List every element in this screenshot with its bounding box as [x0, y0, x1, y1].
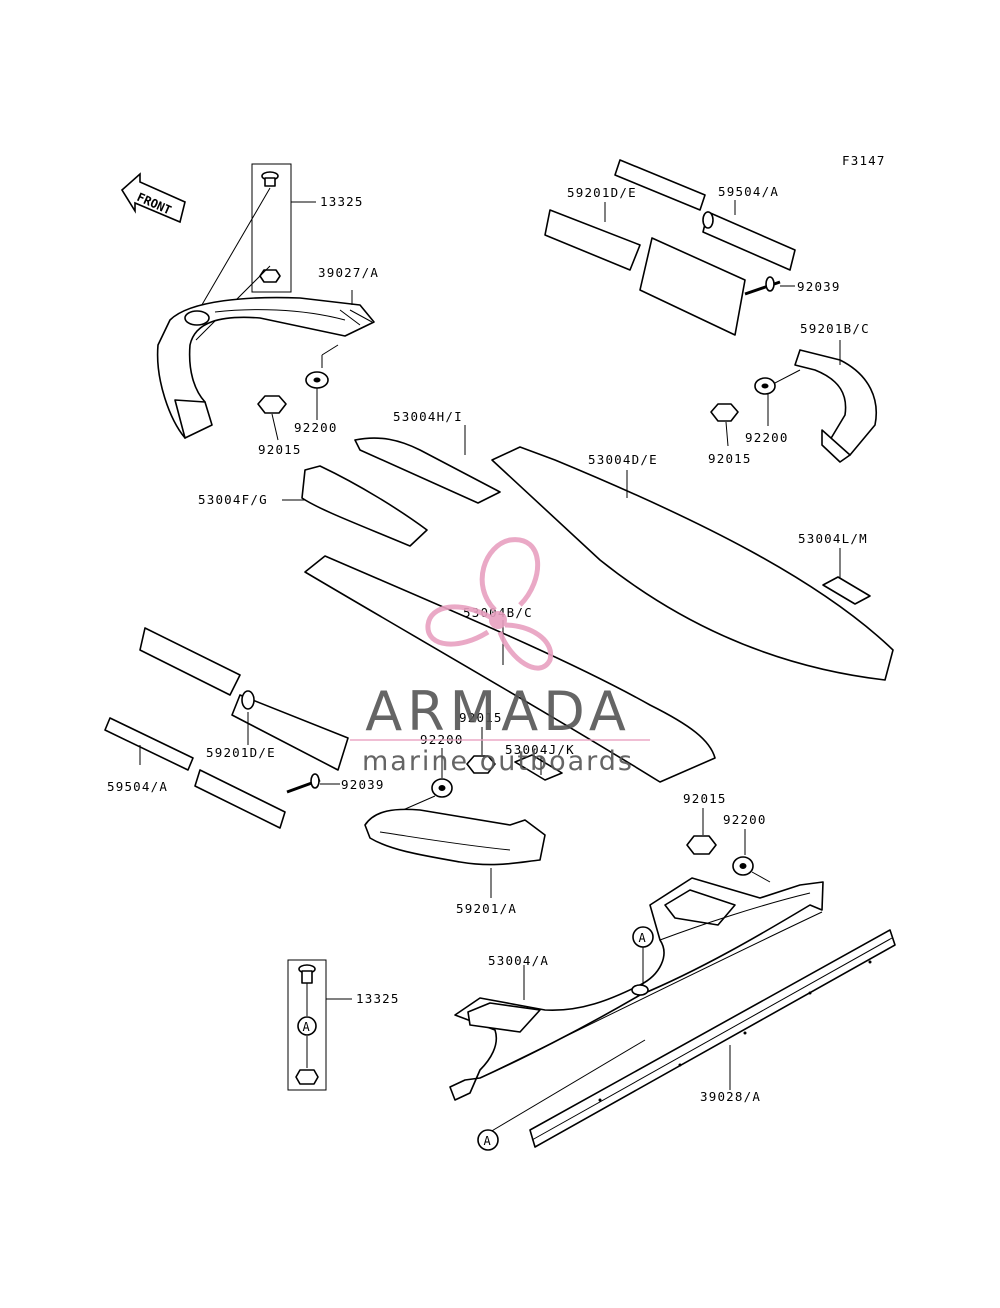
deck-bracket-53004a: [449, 877, 824, 1101]
bolt-kit-13325-top: [195, 163, 316, 341]
label-59201de-bottom: 59201D/E: [206, 745, 276, 760]
label-53004a: 53004/A: [488, 953, 549, 968]
propeller-logo-icon: [425, 537, 554, 671]
figure-code: F3147: [842, 153, 886, 168]
mat-53004jk: [514, 754, 563, 781]
rail-59504-bottom: [104, 717, 286, 829]
mat-53004de: [491, 446, 894, 681]
label-92015-mid: 92015: [459, 710, 503, 725]
watermark-tagline: marine outboards: [362, 746, 634, 777]
label-53004de: 53004D/E: [588, 452, 658, 467]
label-92015-right: 92015: [708, 451, 752, 466]
label-92039-top: 92039: [797, 279, 841, 294]
label-92015-lower: 92015: [683, 791, 727, 806]
label-92200-left: 92200: [294, 420, 338, 435]
mat-53004fg: [301, 465, 428, 547]
nut-92015-left: [257, 395, 287, 414]
bumper-59201de-bottom: [139, 627, 349, 771]
label-92039-bottom: 92039: [341, 777, 385, 792]
label-53004hi: 53004H/I: [393, 409, 463, 424]
rivet-92039-top: [744, 276, 795, 296]
label-13325-bottom: 13325: [356, 991, 400, 1006]
label-92200-lower: 92200: [723, 812, 767, 827]
nut-92015-mid: [466, 755, 496, 774]
nut-92015-lower: [686, 835, 717, 855]
mat-53004hi: [354, 437, 501, 504]
bolt-kit-13325-bottom: [287, 959, 352, 1091]
mat-53004bc: [304, 555, 716, 783]
rivet-92039-bottom: [286, 773, 340, 794]
watermark-logo: ARMADA marine outboards: [350, 537, 650, 777]
front-arrow-icon: FRONT: [120, 172, 186, 224]
label-53004jk: 53004J/K: [505, 742, 575, 757]
grab-handle-39027: [156, 290, 375, 439]
bumper-59201de-top: [544, 202, 746, 336]
grab-handle-59201bc: [794, 340, 877, 463]
watermark-brand: ARMADA: [365, 680, 631, 743]
rub-rail-39028: [529, 929, 896, 1148]
label-53004fg: 53004F/G: [198, 492, 268, 507]
label-59201bc: 59201B/C: [800, 321, 870, 336]
label-39028: 39028/A: [700, 1089, 761, 1104]
label-59504-top: 59504/A: [718, 184, 779, 199]
label-59504-bottom: 59504/A: [107, 779, 168, 794]
nut-92015-right: [710, 403, 739, 422]
rail-59504-top: [614, 159, 796, 271]
callout-a-deck-label: A: [639, 931, 647, 945]
mat-53004lm: [822, 576, 871, 605]
label-92015-left: 92015: [258, 442, 302, 457]
label-39027: 39027/A: [318, 265, 379, 280]
label-92200-right: 92200: [745, 430, 789, 445]
label-13325-top: 13325: [320, 194, 364, 209]
label-53004lm: 53004L/M: [798, 531, 868, 546]
callout-a-bottom-label: A: [484, 1134, 492, 1148]
label-59201de-top: 59201D/E: [567, 185, 637, 200]
callout-a-box-label: A: [303, 1020, 311, 1034]
label-59201a: 59201/A: [456, 901, 517, 916]
grab-handle-59201a: [364, 808, 546, 898]
callout-a-bottom: [477, 1129, 499, 1151]
